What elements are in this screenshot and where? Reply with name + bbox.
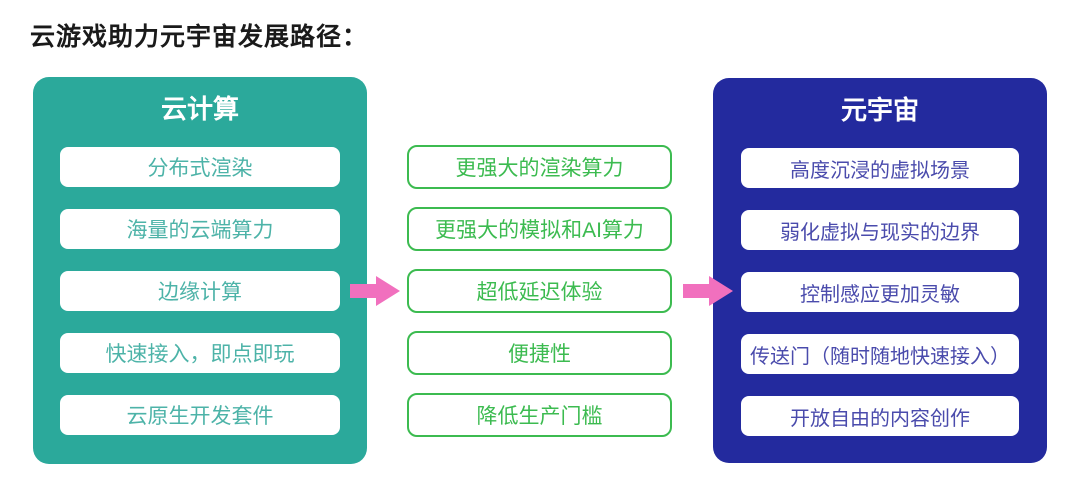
cloud-computing-item: 海量的云端算力 bbox=[60, 209, 340, 249]
benefit-item: 更强大的渲染算力 bbox=[407, 145, 672, 189]
cloud-computing-item: 云原生开发套件 bbox=[60, 395, 340, 435]
cloud-computing-panel-title: 云计算 bbox=[160, 94, 239, 124]
benefit-item: 超低延迟体验 bbox=[407, 269, 672, 313]
page-title: 云游戏助力元宇宙发展路径： bbox=[30, 23, 369, 51]
arrow-right-icon bbox=[350, 276, 400, 306]
metaverse-panel-title: 元宇宙 bbox=[840, 95, 919, 125]
metaverse-item: 开放自由的内容创作 bbox=[741, 396, 1019, 436]
cloud-computing-item: 快速接入，即点即玩 bbox=[60, 333, 340, 373]
cloud-computing-item: 边缘计算 bbox=[60, 271, 340, 311]
metaverse-panel: 元宇宙 高度沉浸的虚拟场景 弱化虚拟与现实的边界 控制感应更加灵敏 传送门（随时… bbox=[713, 78, 1047, 463]
metaverse-items: 高度沉浸的虚拟场景 弱化虚拟与现实的边界 控制感应更加灵敏 传送门（随时随地快速… bbox=[741, 148, 1019, 436]
metaverse-item: 高度沉浸的虚拟场景 bbox=[741, 148, 1019, 188]
benefits-column: 更强大的渲染算力 更强大的模拟和AI算力 超低延迟体验 便捷性 降低生产门槛 bbox=[407, 145, 672, 437]
cloud-computing-items: 分布式渲染 海量的云端算力 边缘计算 快速接入，即点即玩 云原生开发套件 bbox=[60, 147, 340, 435]
metaverse-item: 传送门（随时随地快速接入） bbox=[741, 334, 1019, 374]
benefit-item: 更强大的模拟和AI算力 bbox=[407, 207, 672, 251]
cloud-computing-panel: 云计算 分布式渲染 海量的云端算力 边缘计算 快速接入，即点即玩 云原生开发套件 bbox=[33, 77, 367, 464]
benefit-item: 降低生产门槛 bbox=[407, 393, 672, 437]
cloud-computing-item: 分布式渲染 bbox=[60, 147, 340, 187]
metaverse-item: 弱化虚拟与现实的边界 bbox=[741, 210, 1019, 250]
benefit-item: 便捷性 bbox=[407, 331, 672, 375]
metaverse-item: 控制感应更加灵敏 bbox=[741, 272, 1019, 312]
arrow-right-icon bbox=[683, 276, 733, 306]
